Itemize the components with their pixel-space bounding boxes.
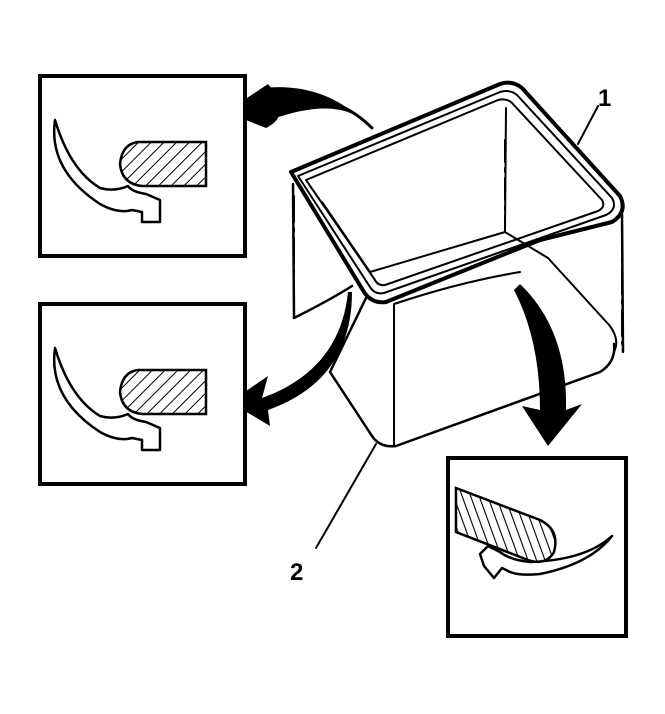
detail-view-bottom (446, 456, 628, 638)
detail-view-middle (38, 302, 247, 486)
detail-view-top (38, 74, 247, 258)
bin-seal (289, 80, 625, 305)
callout-1: 1 (577, 85, 611, 145)
callout-2: 2 (290, 443, 377, 586)
storage-bin (289, 80, 625, 448)
leader-line-1 (577, 105, 599, 145)
leader-line-2 (315, 443, 377, 549)
arrow-to-middle-detail (230, 292, 352, 426)
callout-label-2: 2 (290, 559, 303, 586)
callout-label-1: 1 (598, 85, 611, 112)
arrow-to-top-detail (226, 84, 374, 130)
arrow-to-bottom-detail (514, 284, 582, 446)
